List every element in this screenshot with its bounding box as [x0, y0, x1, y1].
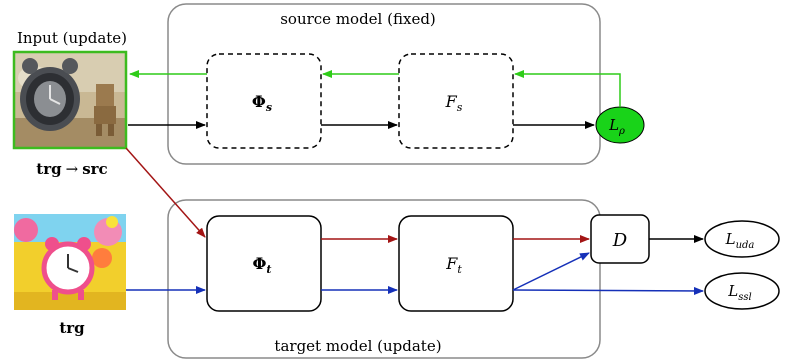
phi-s-label: Φs	[252, 92, 272, 114]
l-ssl-label: Lssl	[727, 282, 751, 303]
arrow-f-t-to-d-blue	[512, 252, 590, 291]
arrow-input-to-phi-t-red	[125, 147, 206, 238]
target-model-title: target model (update)	[274, 337, 441, 355]
input-image-caption: Input (update)	[17, 29, 127, 47]
f-s-node	[398, 53, 514, 149]
f-t-label: Ft	[445, 254, 462, 276]
l-rho-node	[595, 106, 645, 144]
phi-t-label: Φt	[252, 254, 271, 276]
input-image: Input (update) trg→src	[12, 29, 128, 178]
target-model-group	[167, 199, 601, 359]
l-uda-node	[704, 220, 780, 258]
input-image-sublabel: trg→src	[36, 160, 107, 178]
l-rho-label: Lρ	[608, 116, 625, 137]
target-image-caption: trg	[59, 319, 85, 337]
arrow-f-t-to-l-ssl-blue	[512, 286, 704, 295]
l-ssl-node	[704, 272, 780, 310]
source-model-title: source model (fixed)	[280, 10, 436, 28]
target-image: trg	[14, 214, 126, 337]
source-model-group	[167, 3, 601, 165]
discriminator-label: D	[612, 230, 628, 251]
f-s-label: Fs	[445, 92, 463, 114]
phi-t-node	[206, 215, 322, 312]
f-t-node	[398, 215, 514, 312]
arrow-l-rho-to-f-s-green	[514, 70, 621, 107]
l-uda-label: Luda	[725, 230, 755, 251]
phi-s-node	[206, 53, 322, 149]
